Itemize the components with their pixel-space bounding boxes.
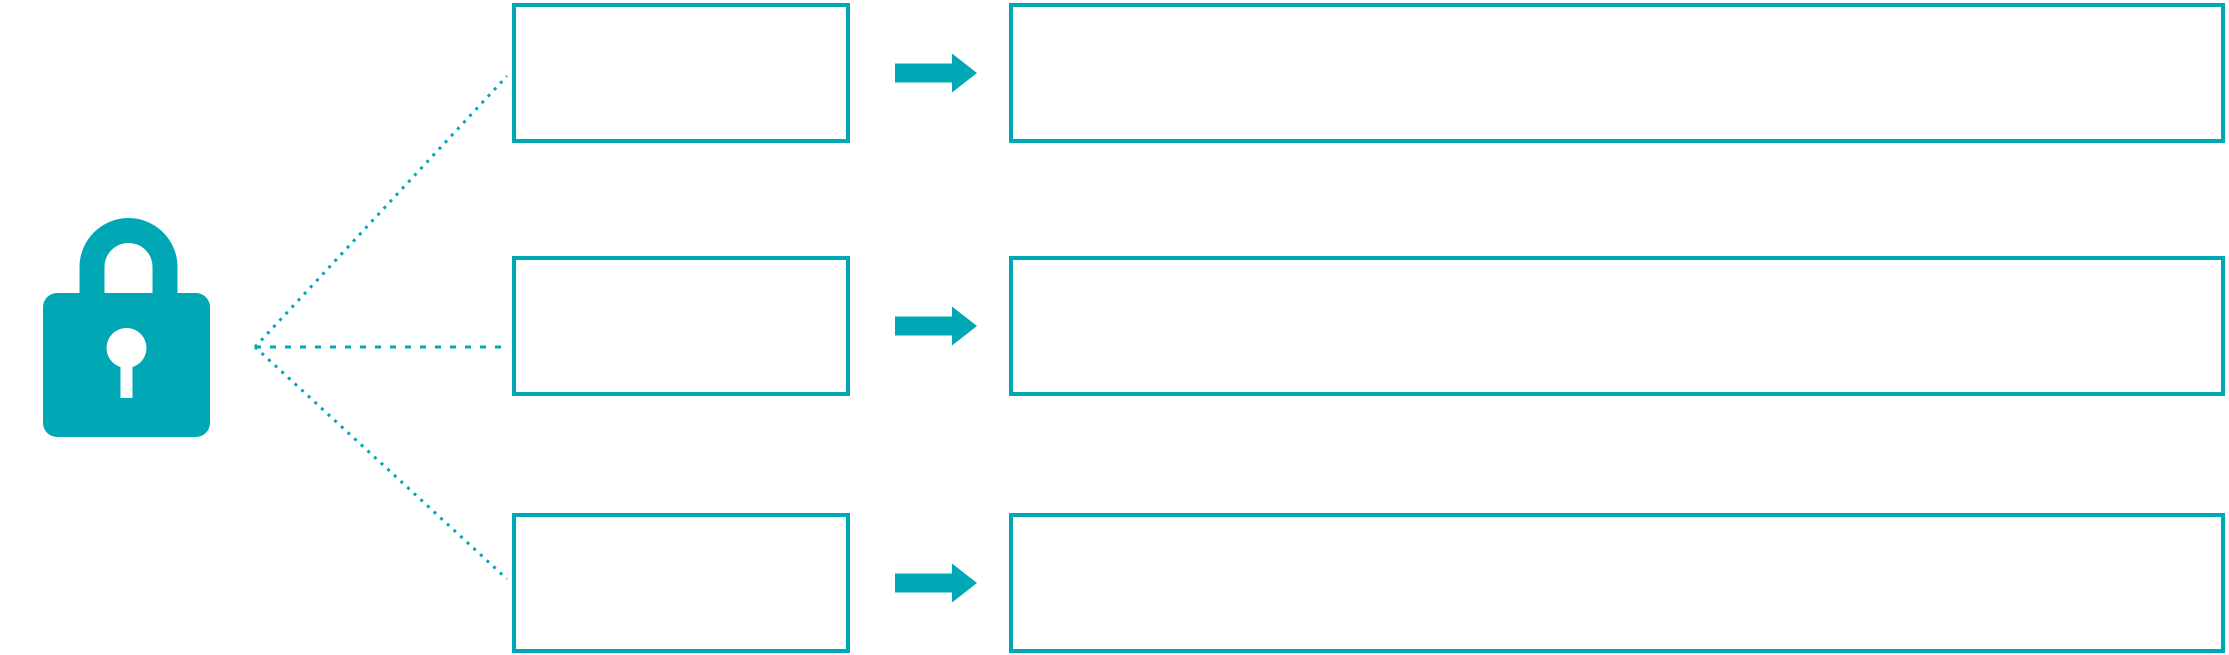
target-box-middle xyxy=(1009,256,2225,396)
source-box-top xyxy=(512,3,850,143)
connector-line-top xyxy=(253,74,509,349)
right-arrow-icon xyxy=(895,563,977,603)
right-arrow-icon xyxy=(895,306,977,346)
lock-icon xyxy=(43,218,210,437)
right-arrow-icon xyxy=(895,53,977,93)
connector-line-bottom xyxy=(253,345,509,581)
source-box-bottom xyxy=(512,513,850,653)
target-box-top xyxy=(1009,3,2225,143)
target-box-bottom xyxy=(1009,513,2225,653)
source-box-middle xyxy=(512,256,850,396)
